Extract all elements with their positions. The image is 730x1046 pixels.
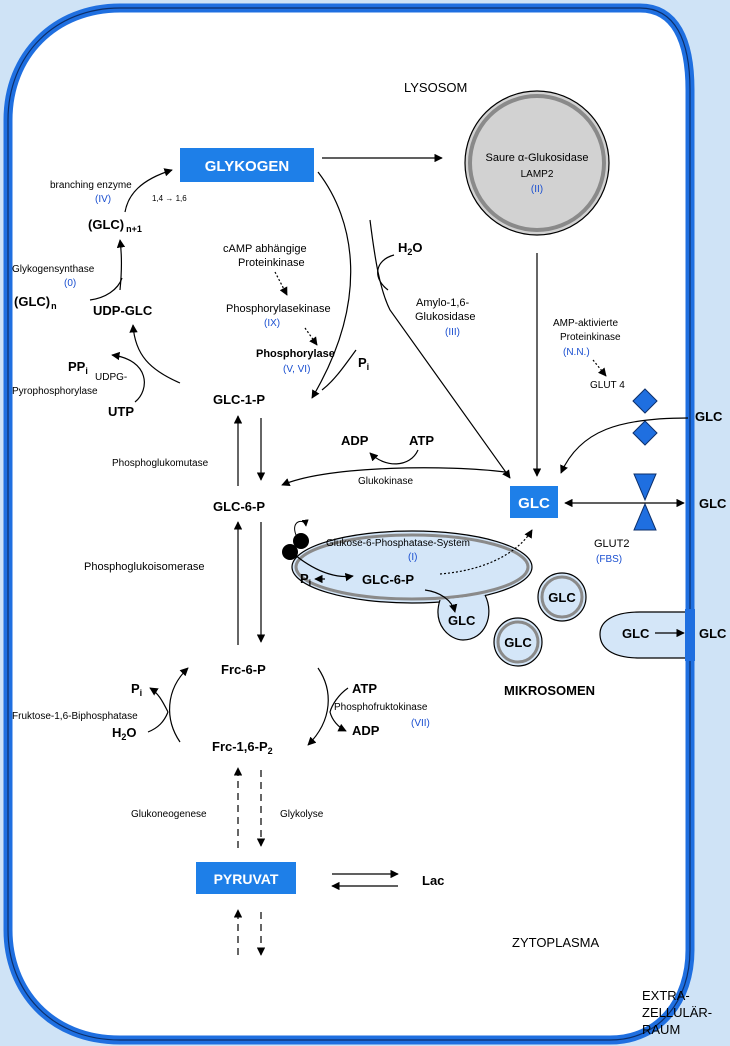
lysosome-label: LYSOSOM — [404, 80, 467, 95]
amylo-label-1: Amylo-1,6- — [416, 297, 470, 309]
atp-glucokinase-label: ATP — [409, 433, 434, 448]
er-vesicle — [291, 530, 533, 604]
phosphorylase-kinase-number: (IX) — [264, 318, 280, 329]
extracellular-label-2: ZELLULÄR- — [642, 1005, 712, 1020]
glut2-number: (FBS) — [596, 554, 622, 565]
ampk-label-2: Proteinkinase — [560, 332, 621, 343]
extracellular-label-3: RAUM — [642, 1022, 680, 1037]
glc-box — [510, 486, 558, 518]
camp-kinase-label-1: cAMP abhängige — [223, 243, 307, 255]
glc-1-p-label: GLC-1-P — [213, 392, 265, 407]
glycogen-label: GLYKOGEN — [205, 158, 289, 175]
pi-fbpase-label: Pi — [131, 681, 142, 698]
ampk-label-1: AMP-aktivierte — [553, 318, 618, 329]
glc-extracellular-top-label: GLC — [695, 409, 723, 424]
glc-n-label: (GLC)n — [14, 294, 57, 311]
phosphorylase-number: (V, VI) — [283, 364, 310, 375]
lamp2-label: LAMP2 — [521, 169, 554, 180]
pfk-label: Phosphofruktokinase — [334, 702, 428, 713]
glc-microsome-2-label: GLC — [504, 635, 532, 650]
ampk-number: (N.N.) — [563, 347, 590, 358]
glc-fusing-label: GLC — [622, 626, 650, 641]
utp-label: UTP — [108, 404, 134, 419]
acid-glucosidase-number: (II) — [531, 184, 543, 195]
pi-phosphorylase-label: Pi — [358, 355, 369, 372]
frc-16-p2-label: Frc-1,6-P2 — [212, 739, 273, 756]
hourglass-transporter-icon — [633, 502, 657, 531]
g6pase-number: (I) — [408, 552, 417, 563]
glc-extracellular-mid-label: GLC — [699, 496, 727, 511]
glycolysis-label: Glykolyse — [280, 809, 324, 820]
glut2-label: GLUT2 — [594, 538, 629, 550]
glc-vesicle-label: GLC — [448, 613, 476, 628]
extracellular-label-1: EXTRA- — [642, 988, 690, 1003]
microsome-1 — [537, 572, 587, 622]
camp-kinase-label-2: Proteinkinase — [238, 257, 305, 269]
transporter-dimer-icon — [282, 533, 309, 560]
microsome-2 — [493, 617, 543, 667]
branching-bond-label: 1,4 → 1,6 — [152, 194, 187, 203]
phosphorylase-kinase-label: Phosphorylasekinase — [226, 303, 331, 315]
glc-n1-label: (GLC)n+1 — [88, 217, 142, 234]
phosphorylase-label: Phosphorylase — [256, 348, 335, 360]
glycogen-box — [180, 148, 314, 182]
udp-glc-label: UDP-GLC — [93, 303, 153, 318]
microsomes-label: MIKROSOMEN — [504, 683, 595, 698]
pyruvate-label: PYRUVAT — [214, 871, 279, 887]
adp-pfk-label: ADP — [352, 723, 380, 738]
h2o-fbpase-label: H2O — [112, 725, 137, 742]
cytoplasm-label: ZYTOPLASMA — [512, 935, 600, 950]
lactate-label: Lac — [422, 873, 444, 888]
atp-pfk-label: ATP — [352, 681, 377, 696]
amylo-label-2: Glukosidase — [415, 311, 476, 323]
g6pase-system-label: Glukose-6-Phosphatase-System — [326, 538, 470, 549]
lysosome — [464, 90, 610, 236]
glc-6-p-er-label: GLC-6-P — [362, 572, 414, 587]
glc-extracellular-bottom-label: GLC — [699, 626, 727, 641]
glycogen-synthase-label: Glykogensynthase — [12, 264, 95, 275]
glc-microsome-1-label: GLC — [548, 590, 576, 605]
adp-glucokinase-label: ADP — [341, 433, 369, 448]
phosphoglucomutase-label: Phosphoglukomutase — [112, 458, 209, 469]
branching-enzyme-number: (IV) — [95, 194, 111, 205]
fbpase-label: Fruktose-1,6-Biphosphatase — [12, 711, 138, 722]
acid-glucosidase-label: Saure α-Glukosidase — [486, 152, 589, 164]
udpg-pyrophosphorylase-label-1: UDPG- — [95, 372, 127, 383]
pfk-number: (VII) — [411, 718, 430, 729]
gluconeogenesis-label: Glukoneogenese — [131, 809, 207, 820]
branching-enzyme-label: branching enzyme — [50, 180, 132, 191]
ppi-label: PPi — [68, 359, 88, 376]
pi-er-label: Pi — [300, 571, 311, 588]
diamond-transporter-icon — [632, 420, 658, 446]
glc-box-label: GLC — [518, 495, 550, 512]
glucokinase-label: Glukokinase — [358, 476, 413, 487]
glycogen-synthase-number: (0) — [64, 278, 76, 289]
frc-6-p-label: Frc-6-P — [221, 662, 266, 677]
diamond-transporter-icon — [632, 388, 658, 414]
glut4-label: GLUT 4 — [590, 380, 625, 391]
phosphoglucoisomerase-label: Phosphoglukoisomerase — [84, 561, 204, 573]
microsome-fusing — [599, 611, 689, 659]
pyruvate-box — [196, 862, 296, 894]
udpg-pyrophosphorylase-label-2: Pyrophosphorylase — [12, 386, 98, 397]
amylo-number: (III) — [445, 327, 460, 338]
h2o-label: H2O — [398, 240, 423, 257]
glc-6-p-label: GLC-6-P — [213, 499, 265, 514]
hourglass-transporter-icon — [633, 473, 657, 502]
